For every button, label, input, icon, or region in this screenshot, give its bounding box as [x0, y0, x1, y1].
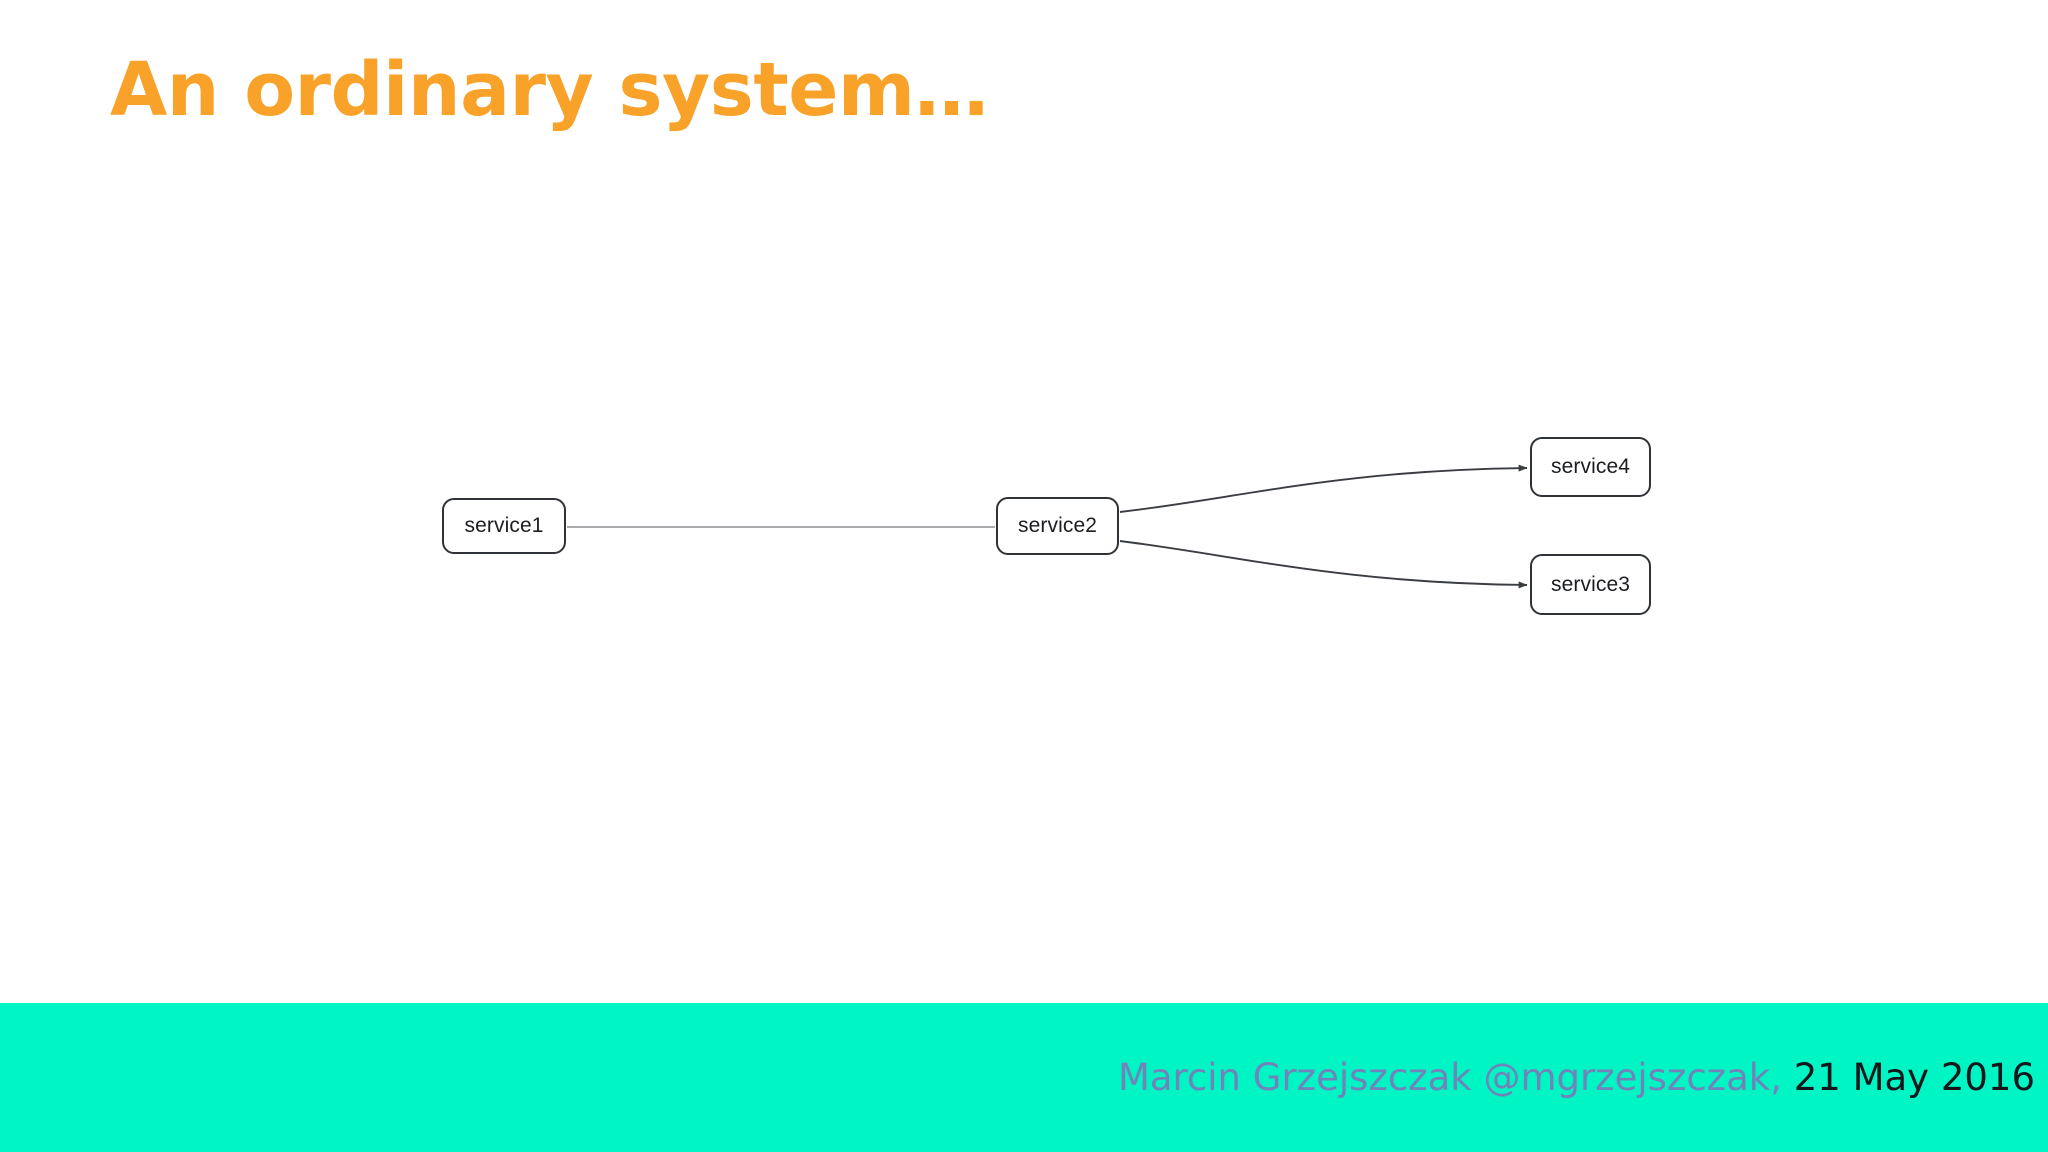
footer-credit: Marcin Grzejszczak @mgrzejszczak, 21 May… [1118, 1059, 2035, 1096]
diagram-node-service3[interactable]: service3 [1530, 554, 1651, 615]
edge-service2-to-service4 [1119, 464, 1528, 513]
node-label: service1 [464, 514, 544, 537]
diagram-edges [567, 464, 1528, 589]
diagram-node-service1[interactable]: service1 [442, 498, 566, 554]
footer-date: 21 May 2016 [1781, 1056, 2035, 1099]
node-label: service4 [1551, 455, 1630, 478]
node-label: service3 [1551, 572, 1630, 596]
edge-service2-to-service3 [1119, 540, 1528, 589]
page-title: An ordinary system… [110, 47, 989, 133]
footer-author: Marcin Grzejszczak @mgrzejszczak, [1117, 1056, 1782, 1099]
diagram-node-service2[interactable]: service2 [996, 497, 1119, 555]
footer-band [0, 1003, 2048, 1152]
service-diagram: service1 service2 service4 service3 [442, 437, 1651, 615]
node-label: service2 [1018, 514, 1097, 537]
diagram-node-service4[interactable]: service4 [1530, 437, 1651, 497]
